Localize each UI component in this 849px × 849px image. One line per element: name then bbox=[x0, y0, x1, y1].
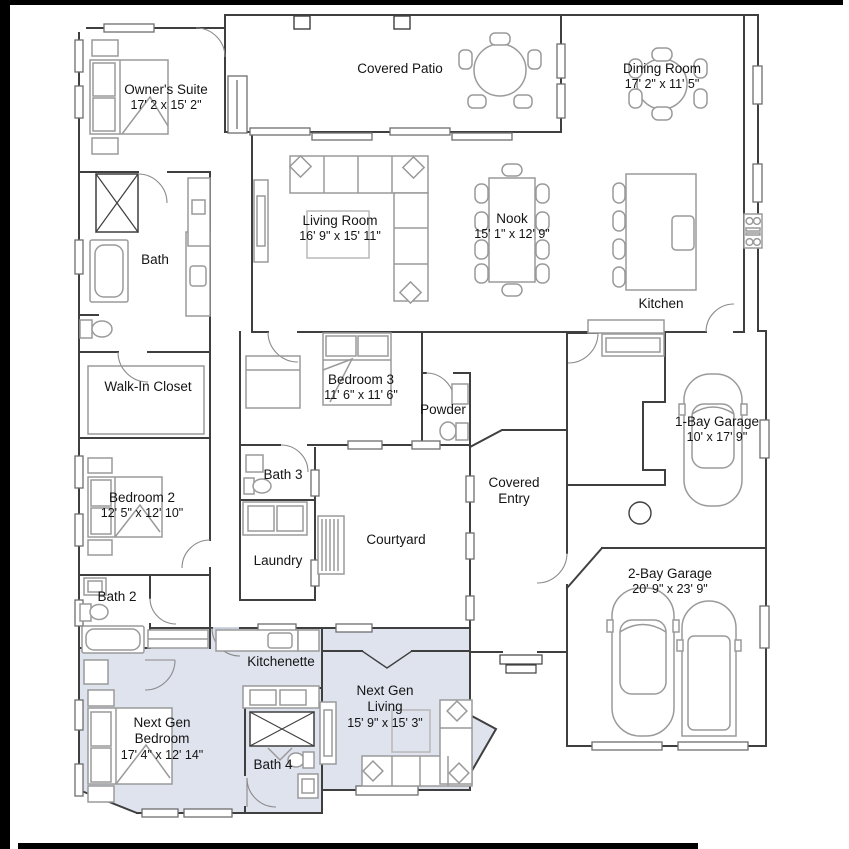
courtyard-bench bbox=[317, 515, 345, 575]
bath-3-fixtures bbox=[243, 454, 272, 495]
kitchen-counter bbox=[587, 319, 665, 334]
room-label-bath-3: Bath 3 bbox=[263, 467, 303, 482]
room-label-owners-suite: Owner's Suite 17' 2 x 15' 2" bbox=[124, 82, 208, 113]
bed-bedroom-3 bbox=[322, 332, 392, 406]
next-gen-coffee-table bbox=[391, 709, 431, 753]
nook-table bbox=[474, 163, 550, 297]
room-label-walk-in-closet: Walk-In Closet bbox=[104, 379, 192, 394]
dining-table bbox=[628, 47, 708, 121]
living-room-sofa bbox=[288, 154, 429, 305]
toilet-owners bbox=[79, 319, 113, 339]
kitchen-island bbox=[612, 173, 697, 291]
media-console bbox=[253, 179, 269, 263]
bathtub-owners bbox=[89, 239, 129, 303]
kitchenette-counters bbox=[147, 629, 320, 709]
room-label-bath-2: Bath 2 bbox=[97, 589, 137, 604]
room-label-covered-entry: Covered Entry bbox=[488, 475, 540, 507]
bed-bedroom-2 bbox=[87, 457, 163, 556]
powder-fixtures bbox=[439, 383, 469, 441]
room-label-dining-room: Dining Room 17' 2" x 11' 5" bbox=[622, 61, 702, 92]
living-coffee-table bbox=[306, 210, 370, 259]
car-1-bay bbox=[678, 373, 748, 507]
frame-left-bar bbox=[0, 0, 10, 849]
closet-shelves bbox=[87, 365, 205, 435]
room-label-nook: Nook 15' 1" x 12' 9" bbox=[474, 211, 550, 242]
room-label-kitchen: Kitchen bbox=[638, 296, 684, 311]
bath-2-fixtures bbox=[79, 577, 145, 654]
room-label-next-gen-living: Next Gen Living 15' 9" x 15' 3" bbox=[347, 683, 423, 730]
room-label-bedroom-3: Bedroom 3 11' 6" x 11' 6" bbox=[324, 372, 398, 403]
tall-cabinet-next-gen bbox=[319, 701, 337, 765]
car-2-bay bbox=[606, 587, 680, 737]
room-label-living-room: Living Room 16' 9" x 15' 11" bbox=[299, 213, 381, 244]
room-label-1-bay-garage: 1-Bay Garage 10' x 17' 9" bbox=[674, 414, 760, 445]
room-label-bath-4: Bath 4 bbox=[253, 757, 293, 772]
room-label-courtyard: Courtyard bbox=[366, 532, 426, 547]
frame-top-bar bbox=[0, 0, 843, 5]
next-gen-sofa bbox=[361, 699, 473, 787]
patio-table bbox=[458, 32, 542, 109]
bed-owners-suite bbox=[89, 39, 169, 155]
van-2-bay bbox=[676, 600, 742, 737]
bath-4-fixtures bbox=[267, 747, 319, 799]
frame-bottom-bar bbox=[18, 843, 698, 849]
room-label-bath: Bath bbox=[141, 252, 169, 267]
closet-bedroom-3 bbox=[245, 355, 301, 409]
room-label-laundry: Laundry bbox=[253, 553, 303, 568]
builtin-cabinet bbox=[187, 177, 211, 247]
washer-dryer bbox=[242, 501, 308, 536]
bed-next-gen bbox=[83, 659, 173, 803]
range-cooktop bbox=[743, 213, 763, 249]
room-label-kitchenette: Kitchenette bbox=[247, 654, 315, 669]
doors-layer bbox=[117, 27, 735, 808]
windows-layer bbox=[74, 23, 770, 818]
furniture-layer bbox=[79, 32, 763, 803]
mudroom-closet bbox=[601, 333, 665, 357]
room-label-bedroom-2: Bedroom 2 12' 5" x 12' 10" bbox=[100, 490, 184, 521]
room-label-covered-patio: Covered Patio bbox=[357, 61, 443, 76]
room-label-powder: Powder bbox=[420, 402, 466, 417]
room-label-2-bay-garage: 2-Bay Garage 20' 9" x 23' 9" bbox=[627, 566, 713, 597]
room-label-next-gen-bedroom: Next Gen Bedroom 17' 4" x 12' 14" bbox=[120, 715, 204, 762]
